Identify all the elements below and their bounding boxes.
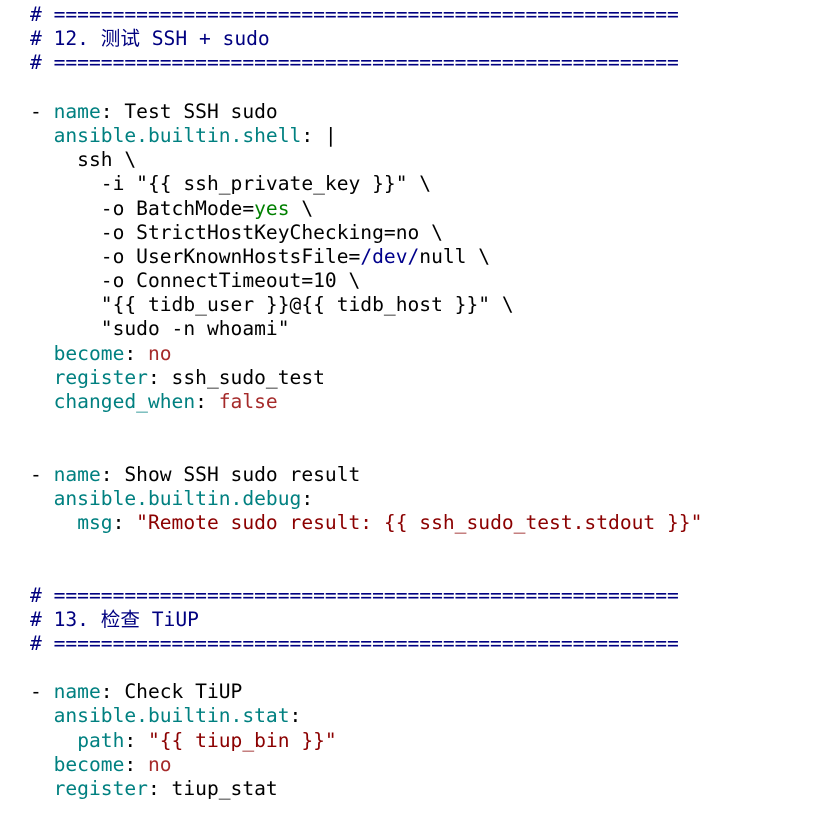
- blank-line[interactable]: [30, 656, 831, 680]
- code-token-plain: -o ConnectTimeout=10 \: [30, 269, 361, 293]
- code-token-plain: :: [124, 341, 148, 365]
- code-line[interactable]: become: no: [30, 342, 831, 366]
- code-token-plain: -: [30, 680, 54, 704]
- code-line[interactable]: -o BatchMode=yes \: [30, 197, 831, 221]
- code-token-plain: :: [112, 510, 137, 534]
- code-line[interactable]: -i "{{ ssh_private_key }}" \: [30, 172, 831, 196]
- code-token-key: ansible.builtin.debug: [53, 486, 302, 510]
- code-line[interactable]: # ======================================…: [30, 584, 831, 608]
- code-line[interactable]: # 12. 测试 SSH + sudo: [30, 27, 831, 51]
- code-token-plain: -i "{{ ssh_private_key }}" \: [30, 172, 432, 196]
- code-token-plain: -o StrictHostKeyChecking=no \: [30, 220, 443, 244]
- code-token-key: register: [53, 777, 148, 800]
- code-token-plain: [30, 704, 54, 727]
- code-token-plain: : ssh_sudo_test: [147, 365, 325, 389]
- code-token-plain: : |: [301, 123, 337, 147]
- code-token-plain: :: [124, 728, 148, 752]
- code-token-plain: -o BatchMode=: [30, 196, 255, 220]
- code-token-plain: [30, 753, 54, 776]
- code-token-plain: "{{ tidb_user }}@{{ tidb_host }}" \: [30, 293, 514, 317]
- code-token-kw: false: [218, 390, 278, 413]
- code-token-comment: # ======================================…: [30, 631, 679, 655]
- code-token-kw: no: [147, 341, 172, 365]
- code-token-comment: # ======================================…: [30, 583, 679, 607]
- blank-line[interactable]: [30, 438, 831, 462]
- code-token-plain: : Show SSH sudo result: [100, 462, 361, 486]
- code-line[interactable]: become: no: [30, 753, 831, 777]
- code-token-bool: yes: [254, 196, 290, 220]
- code-token-plain: : Test SSH sudo: [100, 99, 278, 123]
- code-token-plain: -o UserKnownHostsFile=: [30, 244, 361, 268]
- code-line[interactable]: # ======================================…: [30, 632, 831, 656]
- code-token-key: become: [53, 341, 125, 365]
- code-token-plain: [30, 390, 54, 413]
- code-token-plain: null: [419, 244, 467, 268]
- code-line[interactable]: - name: Check TiUP: [30, 680, 831, 704]
- code-token-plain: \: [466, 244, 491, 268]
- code-line[interactable]: register: ssh_sudo_test: [30, 366, 831, 390]
- code-token-kw: no: [147, 752, 172, 776]
- code-line[interactable]: ansible.builtin.shell: |: [30, 124, 831, 148]
- code-line[interactable]: ansible.builtin.debug:: [30, 487, 831, 511]
- code-line[interactable]: msg: "Remote sudo result: {{ ssh_sudo_te…: [30, 511, 831, 535]
- code-line[interactable]: -o StrictHostKeyChecking=no \: [30, 221, 831, 245]
- code-token-plain: : Check TiUP: [100, 680, 243, 704]
- code-token-plain: ssh \: [30, 148, 137, 172]
- code-line[interactable]: -o UserKnownHostsFile=/dev/null \: [30, 245, 831, 269]
- code-line[interactable]: ansible.builtin.stat:: [30, 704, 831, 728]
- code-token-plain: [30, 124, 54, 147]
- blank-line[interactable]: [30, 559, 831, 583]
- code-token-plain: [30, 511, 77, 534]
- code-token-plain: [30, 366, 54, 389]
- code-token-key: name: [53, 680, 101, 704]
- code-line[interactable]: "sudo -n whoami": [30, 317, 831, 341]
- code-token-str: "{{ tiup_bin }}": [147, 728, 337, 752]
- code-token-plain: :: [301, 486, 314, 510]
- code-line[interactable]: -o ConnectTimeout=10 \: [30, 269, 831, 293]
- code-token-plain: -: [30, 99, 54, 123]
- code-line[interactable]: - name: Test SSH sudo: [30, 100, 831, 124]
- blank-line[interactable]: [30, 414, 831, 438]
- code-token-key: name: [53, 99, 101, 123]
- code-token-comment: # 12. 测试 SSH + sudo: [30, 27, 270, 51]
- code-line[interactable]: ssh \: [30, 148, 831, 172]
- code-token-plain: [30, 487, 54, 510]
- code-token-key: msg: [77, 510, 113, 534]
- code-token-plain: :: [289, 704, 302, 728]
- code-token-key: ansible.builtin.stat: [53, 704, 290, 728]
- code-token-str: "Remote sudo result: {{ ssh_sudo_test.st…: [136, 510, 703, 534]
- code-token-key: become: [53, 752, 125, 776]
- code-line[interactable]: # ======================================…: [30, 3, 831, 27]
- code-token-plain: "sudo -n whoami": [30, 317, 290, 341]
- code-token-path: /dev/: [360, 244, 420, 268]
- code-token-plain: :: [124, 752, 148, 776]
- code-token-plain: -: [30, 462, 54, 486]
- code-token-key: path: [77, 728, 125, 752]
- code-token-key: changed_when: [53, 390, 196, 413]
- code-line[interactable]: - name: Show SSH sudo result: [30, 463, 831, 487]
- blank-line[interactable]: [30, 76, 831, 100]
- code-token-plain: [30, 342, 54, 365]
- code-token-comment: # ======================================…: [30, 51, 679, 75]
- code-token-plain: \: [289, 196, 314, 220]
- code-token-plain: : tiup_stat: [147, 777, 278, 800]
- code-line[interactable]: path: "{{ tiup_bin }}": [30, 729, 831, 753]
- code-line[interactable]: # 13. 检查 TiUP: [30, 608, 831, 632]
- code-line[interactable]: # ======================================…: [30, 51, 831, 75]
- code-token-key: register: [53, 365, 148, 389]
- code-token-plain: [30, 777, 54, 800]
- code-line[interactable]: register: tiup_stat: [30, 777, 831, 801]
- code-token-plain: :: [195, 390, 219, 413]
- code-token-key: ansible.builtin.shell: [53, 123, 302, 147]
- code-token-plain: [30, 729, 77, 752]
- code-token-comment: # 13. 检查 TiUP: [30, 607, 199, 631]
- blank-line[interactable]: [30, 535, 831, 559]
- code-line[interactable]: changed_when: false: [30, 390, 831, 414]
- code-token-key: name: [53, 462, 101, 486]
- code-token-comment: # ======================================…: [30, 3, 679, 26]
- code-line[interactable]: "{{ tidb_user }}@{{ tidb_host }}" \: [30, 293, 831, 317]
